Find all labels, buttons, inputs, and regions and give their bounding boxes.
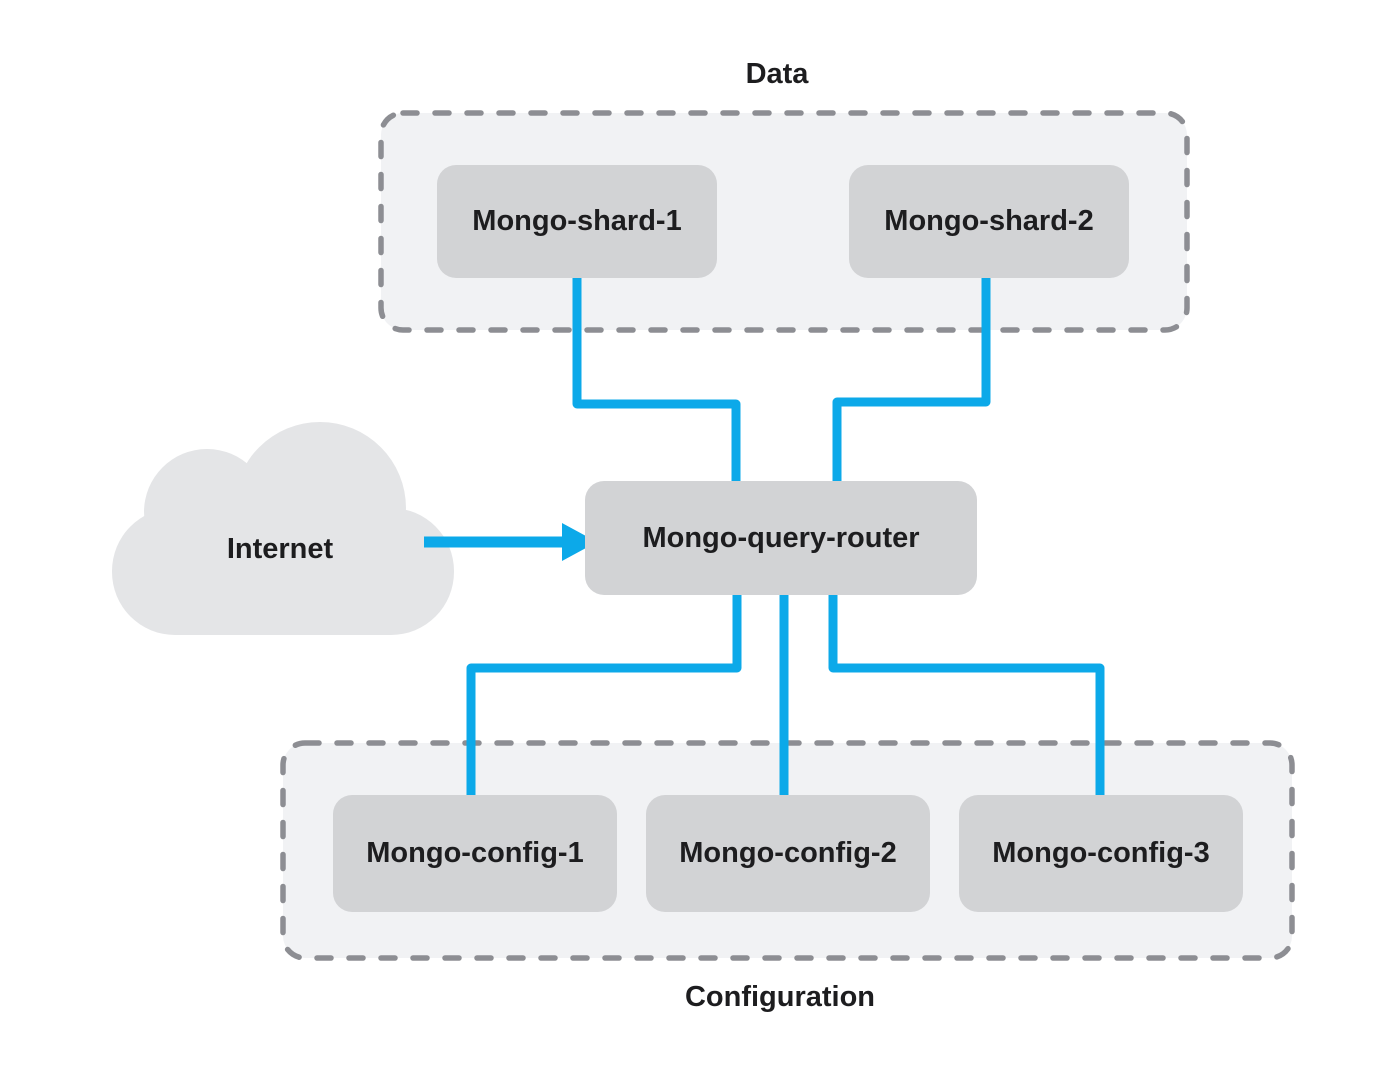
node-mongo-config-1: Mongo-config-1 <box>333 795 617 912</box>
internet-label: Internet <box>226 533 334 565</box>
internet-cloud-icon <box>112 422 454 635</box>
configuration-zone-label: Configuration <box>684 981 876 1013</box>
node-mongo-config-2: Mongo-config-2 <box>646 795 930 912</box>
edge-shard2-router <box>832 277 991 483</box>
edge-router-config3 <box>828 593 1105 797</box>
data-zone-label: Data <box>745 58 809 90</box>
edge-router-config1 <box>466 593 742 797</box>
node-mongo-query-router: Mongo-query-router <box>585 481 977 595</box>
edge-internet-router-arrow <box>424 523 597 561</box>
node-mongo-shard-2: Mongo-shard-2 <box>849 165 1129 278</box>
node-mongo-config-3: Mongo-config-3 <box>959 795 1243 912</box>
node-mongo-shard-1: Mongo-shard-1 <box>437 165 717 278</box>
edge-shard1-router <box>572 277 741 483</box>
